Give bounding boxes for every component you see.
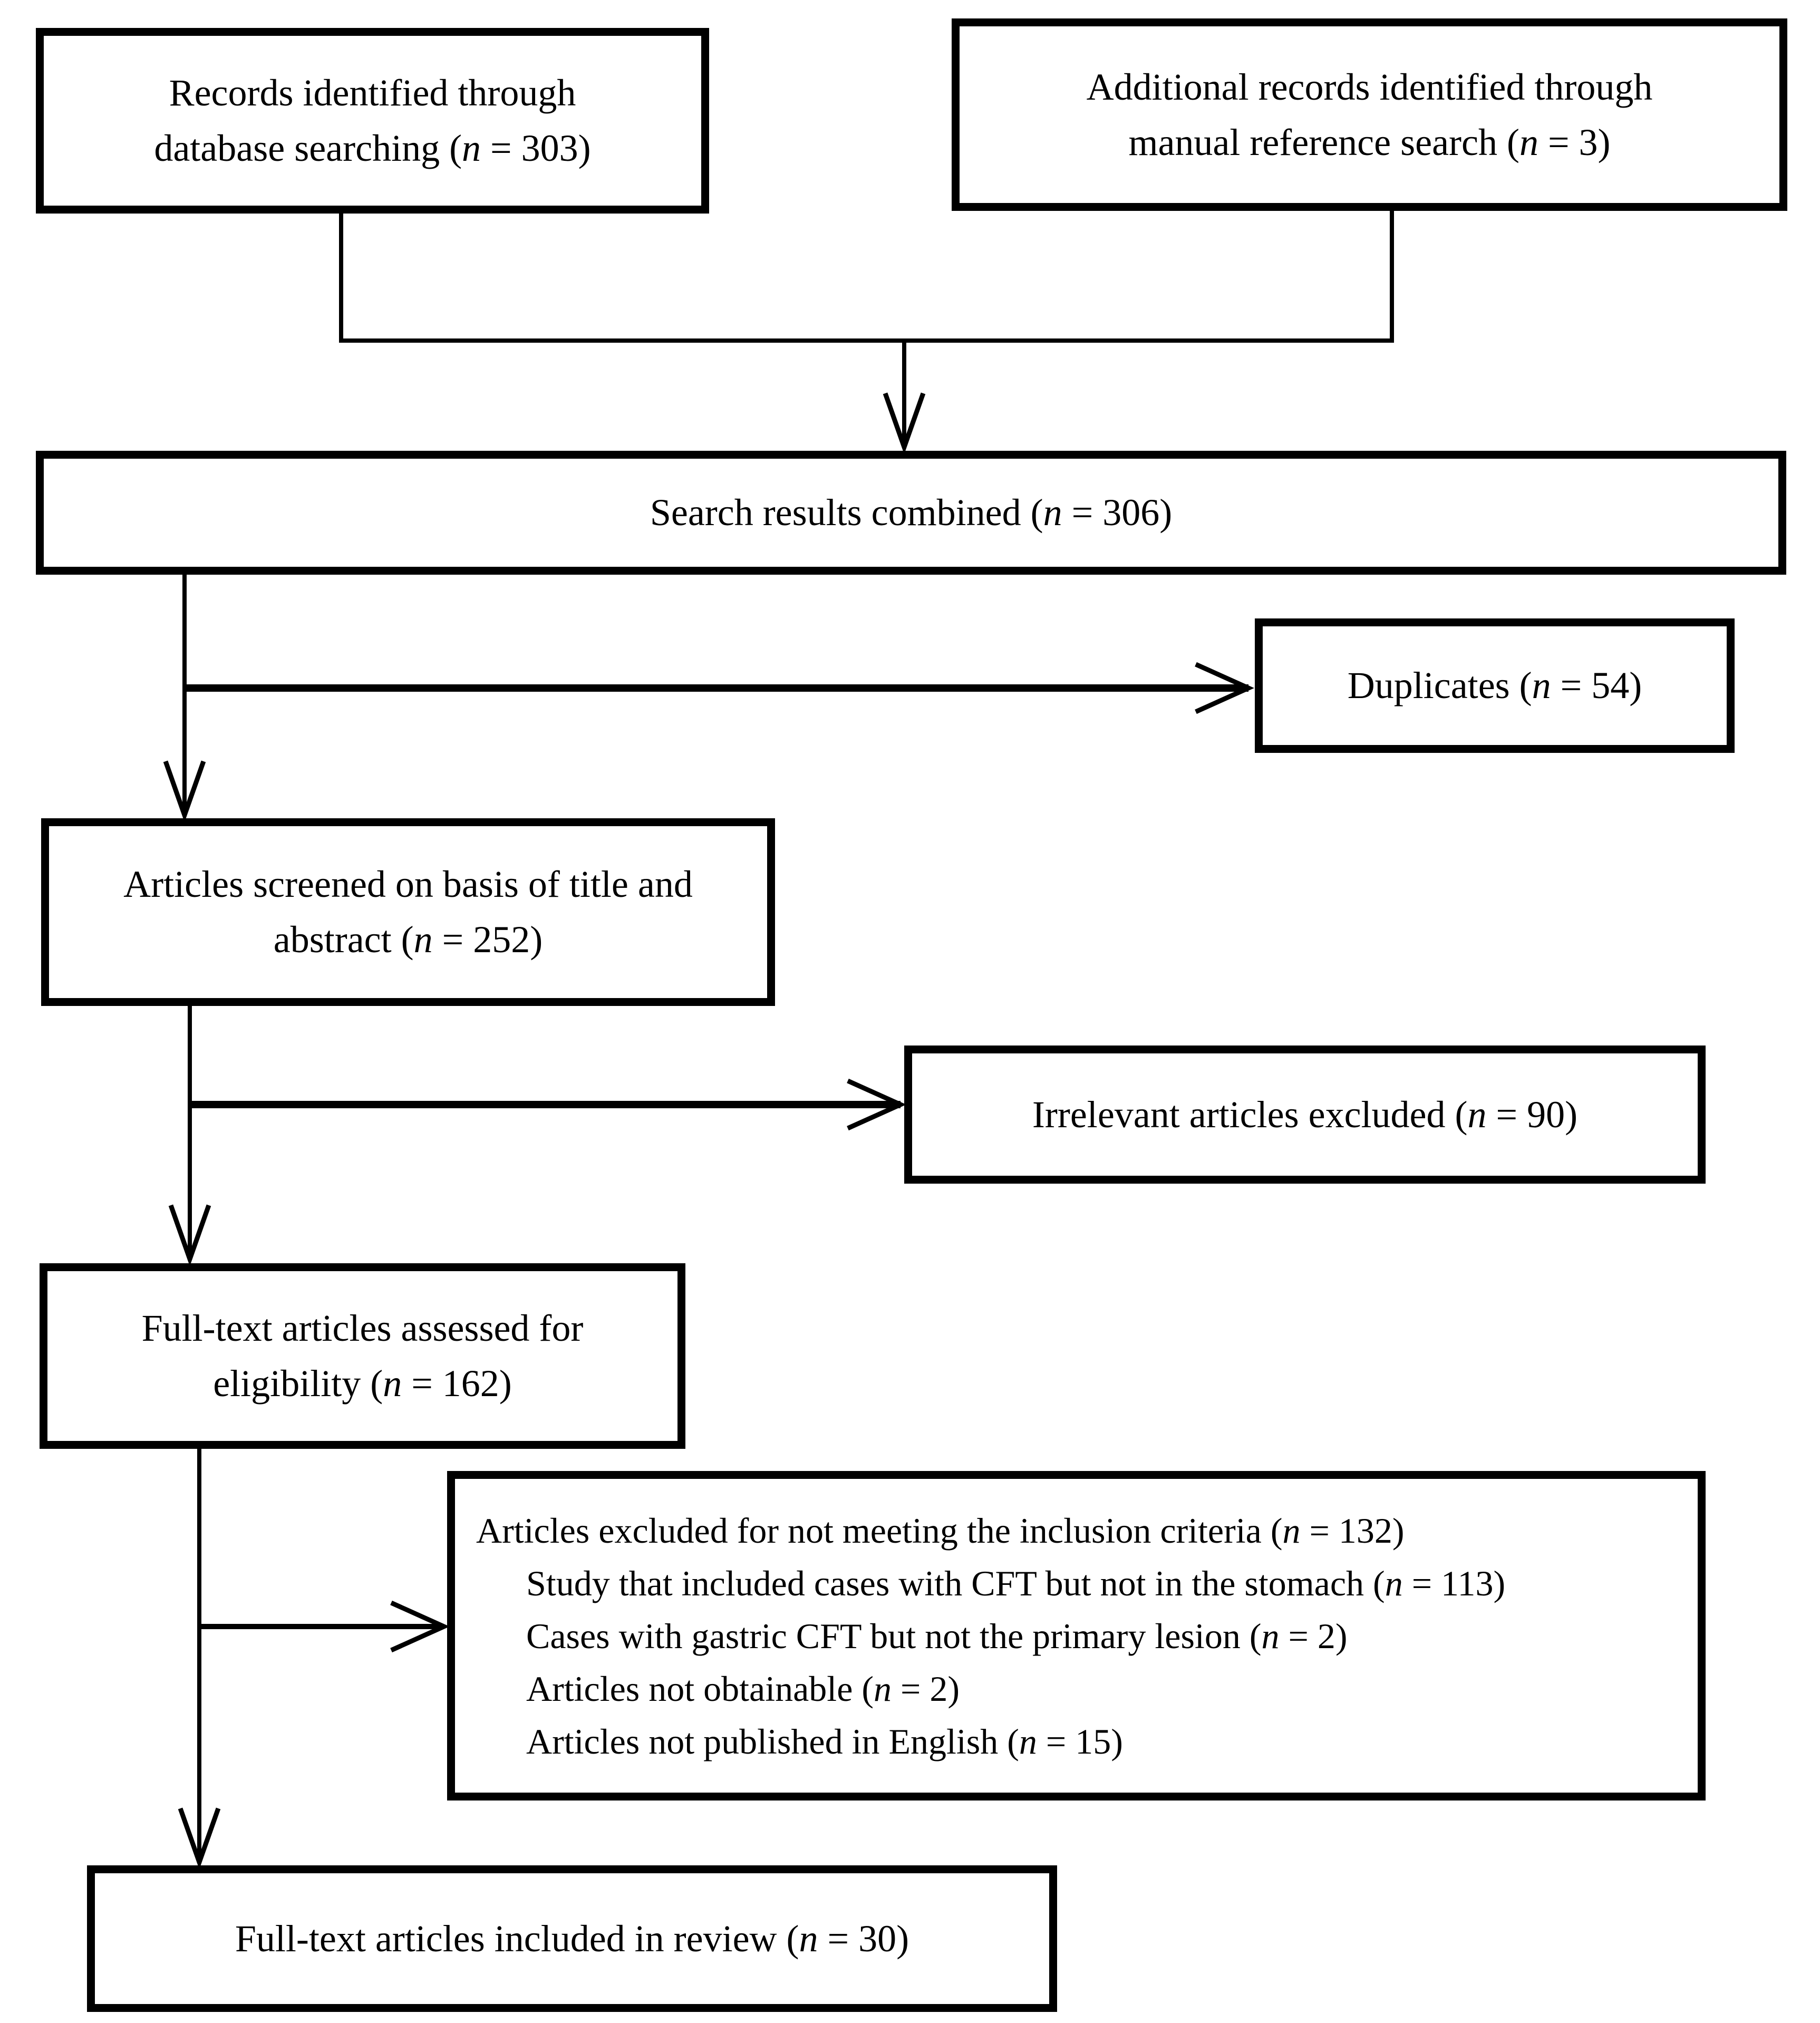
label-segment: = 132)	[1300, 1510, 1405, 1551]
n-symbol: n	[1019, 1721, 1037, 1761]
excluded-line-3: Cases with gastric CFT but not the prima…	[476, 1610, 1347, 1662]
label-segment: Cases with gastric CFT but not the prima…	[526, 1615, 1262, 1656]
excluded-line-2: Study that included cases with CFT but n…	[476, 1557, 1505, 1610]
label-segment: = 15)	[1037, 1721, 1123, 1761]
n-symbol: n	[1282, 1510, 1301, 1551]
label-segment: = 54)	[1551, 664, 1642, 706]
arrow-combined-to-screened	[163, 575, 206, 822]
label-segment: Articles excluded for not meeting the in…	[476, 1510, 1283, 1551]
label-segment: Irrelevant articles excluded (	[1032, 1093, 1468, 1136]
arrow-screened-to-fulltext	[168, 1006, 211, 1266]
included-line-1: Full-text articles included in review (n…	[235, 1911, 909, 1967]
label-segment: Full-text articles included in review (	[235, 1917, 799, 1960]
duplicates-line-1: Duplicates (n = 54)	[1348, 658, 1642, 713]
label-segment: = 3)	[1538, 121, 1611, 163]
label-segment: Articles not published in English (	[526, 1721, 1019, 1761]
n-symbol: n	[1261, 1615, 1280, 1656]
box-search-results-combined: Search results combined (n = 306)	[36, 451, 1786, 575]
box-records-identified: Records identified through database sear…	[36, 28, 709, 214]
n-symbol: n	[383, 1362, 402, 1405]
label-segment: = 303)	[481, 127, 591, 169]
excluded-line-1: Articles excluded for not meeting the in…	[476, 1504, 1404, 1557]
records-line-2: database searching (n = 303)	[154, 121, 590, 176]
label-segment: = 2)	[892, 1668, 960, 1709]
fulltext-line-1: Full-text articles assessed for	[142, 1301, 584, 1356]
screened-line-2: abstract (n = 252)	[274, 912, 543, 967]
label-segment: Search results combined (	[650, 491, 1043, 534]
label-segment: Duplicates (	[1347, 664, 1532, 706]
box-duplicates: Duplicates (n = 54)	[1255, 618, 1735, 753]
label-segment: Articles screened on basis of title and	[123, 863, 693, 905]
n-symbol: n	[1519, 121, 1538, 163]
irrelevant-line-1: Irrelevant articles excluded (n = 90)	[1032, 1087, 1577, 1143]
excluded-line-4: Articles not obtainable (n = 2)	[476, 1662, 960, 1715]
label-segment: Records identified through	[169, 72, 576, 114]
label-segment: = 113)	[1402, 1563, 1506, 1603]
box-additional-records: Additional records identified through ma…	[952, 18, 1787, 211]
box-excluded-criteria: Articles excluded for not meeting the in…	[447, 1471, 1706, 1801]
label-segment: = 306)	[1062, 491, 1173, 534]
additional-line-2: manual reference search (n = 3)	[1128, 115, 1610, 170]
fulltext-line-2: eligibility (n = 162)	[213, 1356, 512, 1411]
n-symbol: n	[1532, 664, 1551, 706]
label-segment: = 2)	[1279, 1615, 1348, 1656]
n-symbol: n	[1467, 1093, 1487, 1136]
box-irrelevant-excluded: Irrelevant articles excluded (n = 90)	[904, 1046, 1706, 1184]
box-included-in-review: Full-text articles included in review (n…	[87, 1865, 1057, 2012]
arrow-fulltext-to-included	[178, 1449, 221, 1870]
connector-merge-lines	[339, 211, 1394, 343]
n-symbol: n	[1385, 1563, 1403, 1603]
n-symbol: n	[1043, 491, 1062, 534]
label-segment: = 30)	[818, 1917, 909, 1960]
label-segment: Full-text articles assessed for	[141, 1307, 584, 1349]
arrow-fulltext-to-excluded	[199, 1600, 450, 1653]
screened-line-1: Articles screened on basis of title and	[123, 857, 693, 912]
label-segment: Articles not obtainable (	[526, 1668, 874, 1709]
label-segment: abstract (	[273, 918, 414, 961]
n-symbol: n	[413, 918, 433, 961]
label-segment: Study that included cases with CFT but n…	[526, 1563, 1385, 1603]
arrow-merge-to-combined	[883, 341, 926, 454]
n-symbol: n	[799, 1917, 818, 1960]
box-articles-screened: Articles screened on basis of title and …	[41, 818, 775, 1006]
label-segment: = 90)	[1486, 1093, 1578, 1136]
excluded-line-5: Articles not published in English (n = 1…	[476, 1715, 1123, 1768]
additional-line-1: Additional records identified through	[1087, 60, 1653, 115]
arrow-screened-to-irrelevant	[190, 1078, 906, 1131]
label-segment: = 252)	[432, 918, 543, 961]
label-segment: database searching (	[154, 127, 462, 169]
records-line-1: Records identified through	[169, 65, 576, 121]
label-segment: manual reference search (	[1128, 121, 1519, 163]
box-fulltext-assessed: Full-text articles assessed for eligibil…	[40, 1263, 685, 1449]
label-segment: eligibility (	[213, 1362, 383, 1405]
n-symbol: n	[874, 1668, 892, 1709]
label-segment: = 162)	[402, 1362, 512, 1405]
label-segment: Additional records identified through	[1086, 65, 1653, 108]
n-symbol: n	[462, 127, 481, 169]
combined-line-1: Search results combined (n = 306)	[650, 485, 1172, 540]
arrow-combined-to-duplicates	[185, 662, 1254, 714]
